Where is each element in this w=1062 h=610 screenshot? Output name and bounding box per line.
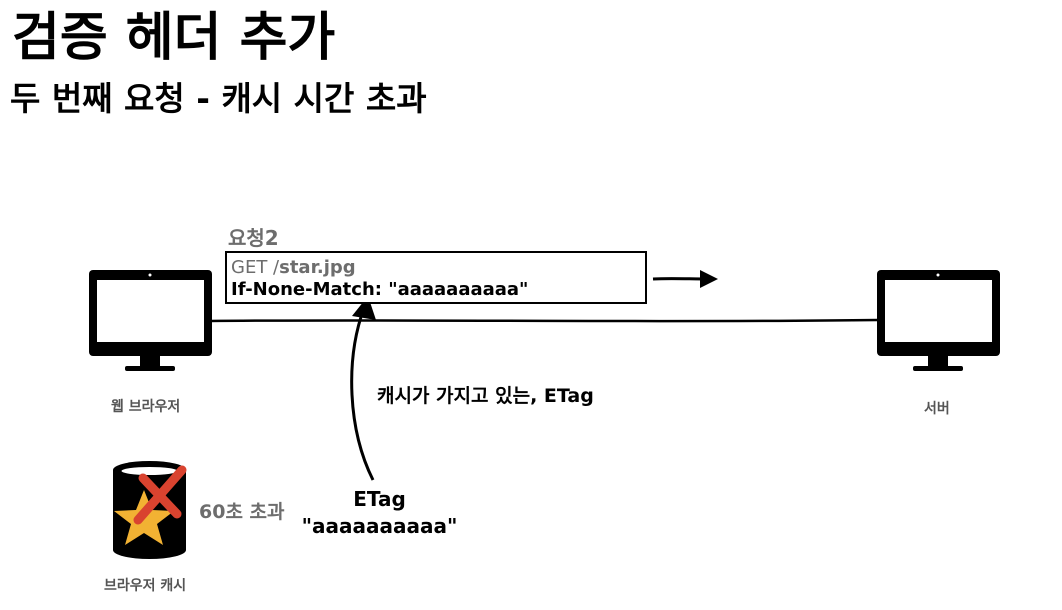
cache-status: 60초 초과 — [199, 501, 285, 523]
request-method: GET / — [231, 257, 280, 278]
cache-label: 브라우저 캐시 — [104, 578, 187, 594]
etag-curve-arrow-icon — [350, 296, 376, 481]
request-path: star.jpg — [279, 257, 356, 278]
server-monitor-icon — [877, 270, 1000, 371]
page-title: 검증 헤더 추가 — [12, 8, 336, 68]
browser-monitor-icon — [89, 270, 212, 371]
expired-x-icon — [133, 465, 187, 525]
browser-label: 웹 브라우저 — [111, 399, 181, 415]
request-arrow-icon — [652, 270, 718, 288]
request-header: If-None-Match: "aaaaaaaaaa" — [231, 279, 529, 300]
etag-block: ETag "aaaaaaaaaa" — [297, 486, 462, 540]
request-box: GET /star.jpg If-None-Match: "aaaaaaaaaa… — [225, 251, 647, 304]
server-label: 서버 — [924, 401, 950, 417]
etag-value: "aaaaaaaaaa" — [301, 514, 458, 538]
etag-note: 캐시가 가지고 있는, ETag — [377, 385, 594, 407]
etag-name: ETag — [353, 487, 406, 511]
connection-line — [209, 318, 879, 323]
page-subtitle: 두 번째 요청 - 캐시 시간 초과 — [10, 79, 427, 118]
request-line: GET /star.jpg — [231, 257, 645, 279]
request-label: 요청2 — [228, 226, 279, 250]
